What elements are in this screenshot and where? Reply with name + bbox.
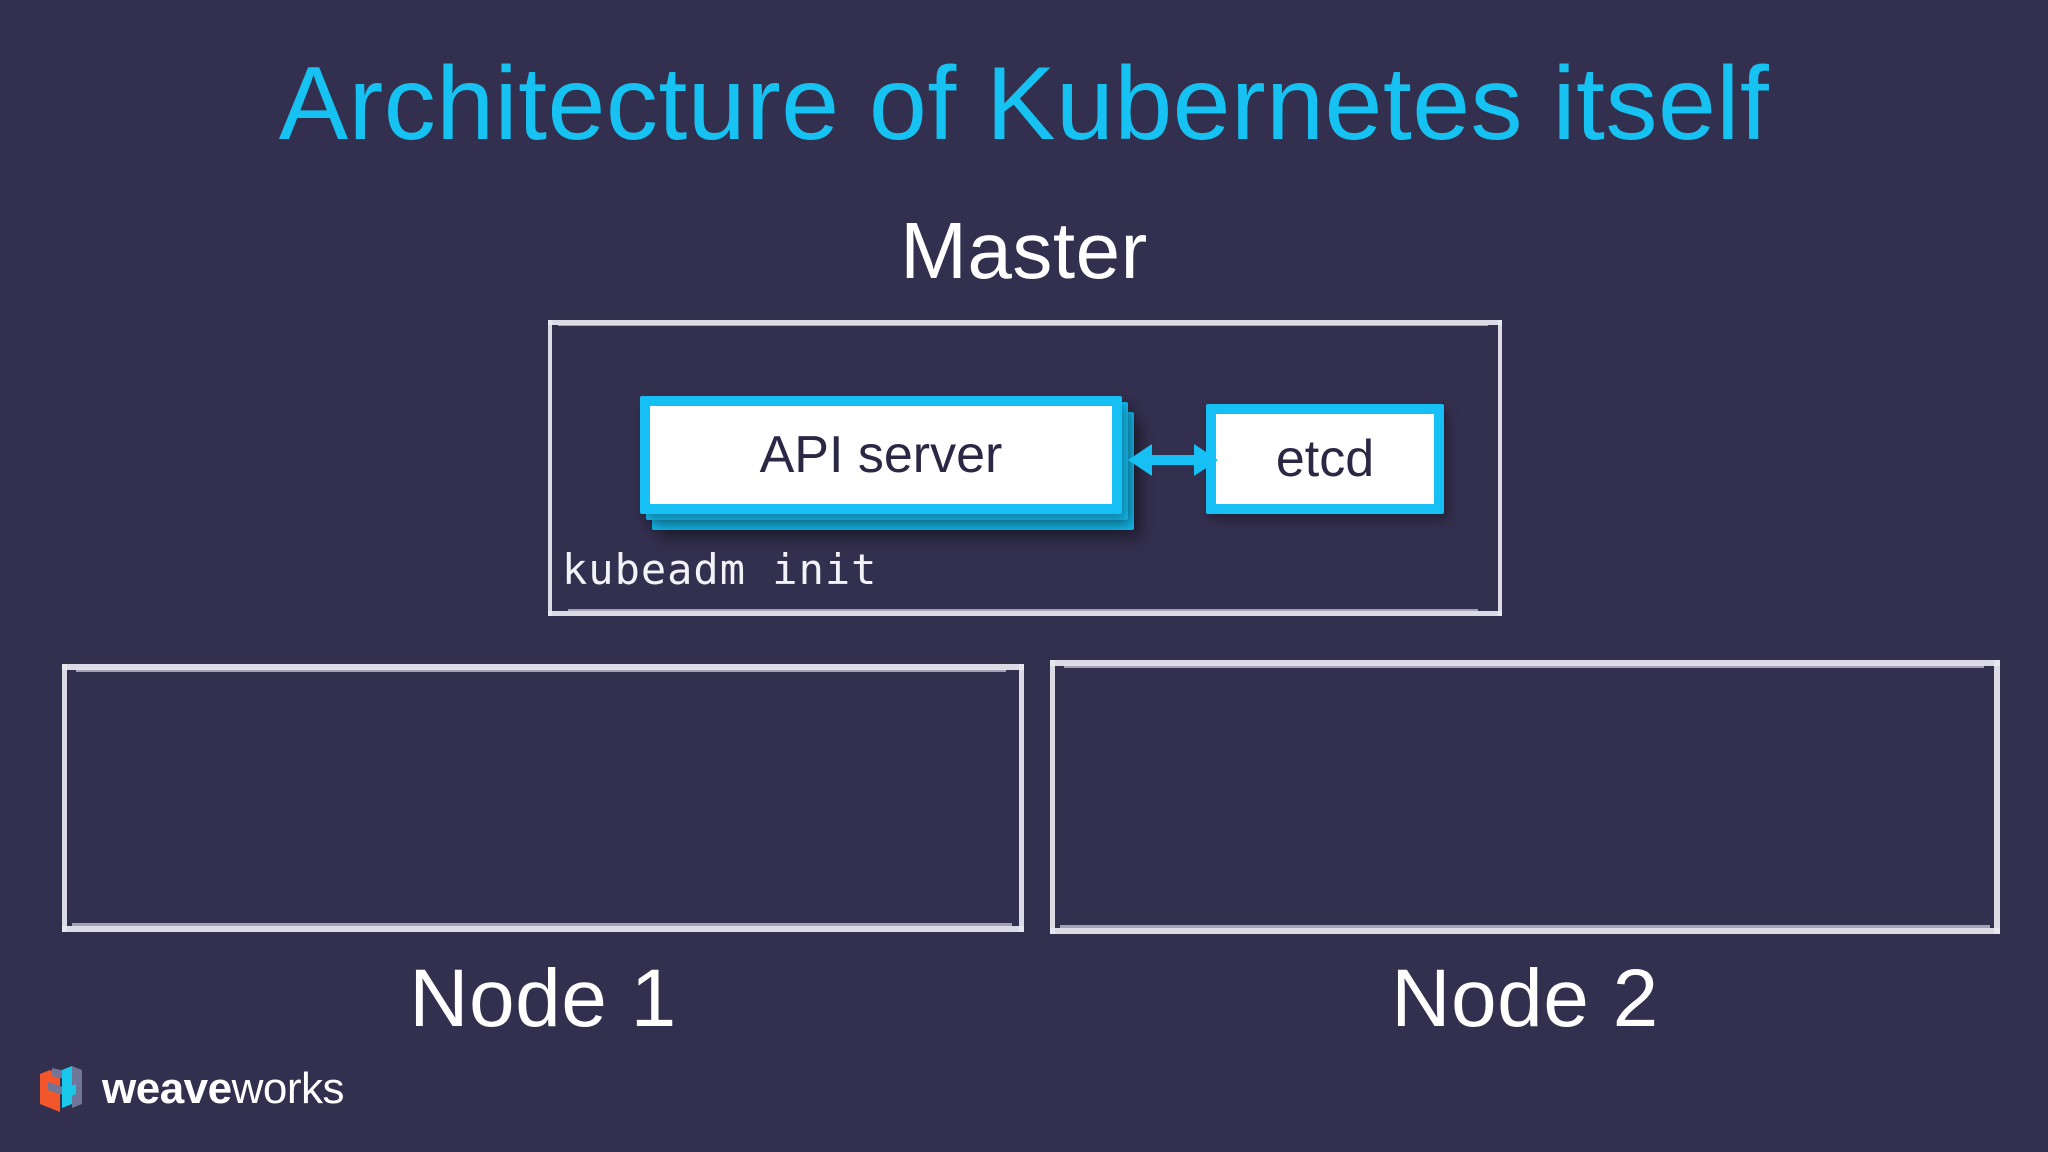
weaveworks-mark-icon: [40, 1066, 82, 1112]
node1-box-edge-top-wisp: [76, 669, 1006, 672]
weaveworks-logo: weaveworks: [36, 1060, 345, 1118]
api-server-etcd-arrow: [1128, 444, 1218, 476]
wordmark-works: works: [231, 1064, 345, 1113]
api-server-card[interactable]: API server: [640, 396, 1122, 514]
node1-box-edge-top: [62, 664, 1024, 670]
master-box-edge-top-wisp: [558, 324, 1488, 326]
node1-box-edge-bottom-wisp: [72, 923, 1012, 926]
node2-box-edge-left: [1050, 660, 1055, 934]
node2-label: Node 2: [1391, 953, 1659, 1044]
node1-label: Node 1: [409, 953, 677, 1044]
master-box-edge-right: [1498, 320, 1502, 616]
master-box-edge-top: [548, 320, 1502, 325]
node1-box-edge-left: [62, 664, 67, 932]
node1-box-edge-bottom: [62, 926, 1024, 932]
master-box-edge-left: [548, 320, 552, 616]
node2-box-edge-bottom: [1050, 928, 2000, 934]
node2-box-edge-top-wisp: [1064, 665, 1984, 668]
node2-box-edge-top: [1050, 660, 2000, 666]
master-label: Master: [900, 206, 1148, 295]
api-server-label: API server: [759, 426, 1003, 484]
node1-container-box: [62, 664, 1024, 932]
page-title: Architecture of Kubernetes itself: [278, 46, 1770, 162]
etcd-card[interactable]: etcd: [1206, 404, 1444, 514]
etcd-label: etcd: [1275, 430, 1375, 488]
wordmark-weave: weave: [102, 1064, 232, 1113]
weaveworks-wordmark: weaveworks: [102, 1064, 345, 1113]
kubeadm-init-command: kubeadm init: [562, 545, 878, 594]
master-box-edge-bottom: [548, 611, 1502, 616]
node1-box-edge-right: [1019, 664, 1024, 932]
node2-container-box: [1050, 660, 2000, 934]
master-box-edge-bottom-wisp: [568, 609, 1478, 611]
node2-box-edge-right: [1994, 660, 2000, 934]
master-container-box: [548, 320, 1502, 616]
node2-box-edge-bottom-wisp: [1060, 925, 1990, 928]
